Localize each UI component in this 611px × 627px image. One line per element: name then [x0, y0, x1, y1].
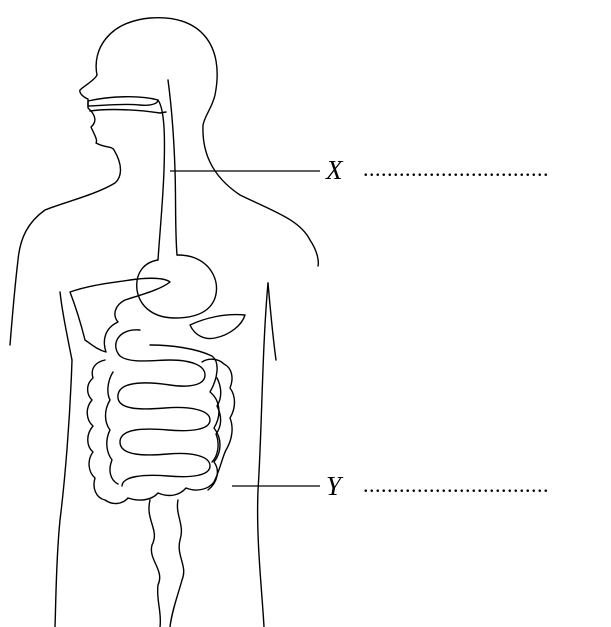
pancreas — [190, 315, 245, 339]
rectum — [149, 500, 184, 627]
label-x: X — [326, 157, 343, 184]
left-torso-outline — [55, 360, 72, 627]
label-y: Y — [326, 473, 341, 500]
right-arm-inner-outline — [268, 283, 276, 360]
left-arm-inner-outline — [60, 292, 72, 360]
face-profile-outline — [10, 75, 121, 345]
upper-palate — [88, 97, 158, 106]
body-outline — [10, 18, 318, 627]
oesophagus — [158, 80, 177, 260]
tongue — [90, 110, 166, 113]
right-torso-outline — [258, 283, 268, 627]
liver — [70, 278, 170, 352]
mouth-cavity — [88, 97, 166, 113]
large-intestine — [87, 359, 234, 503]
answer-line-x[interactable]: ............................... — [363, 156, 611, 182]
answer-line-y[interactable]: ............................... — [363, 472, 611, 498]
stomach — [137, 255, 217, 318]
small-intestine — [116, 330, 220, 490]
head-and-left-side-outline — [96, 18, 318, 266]
